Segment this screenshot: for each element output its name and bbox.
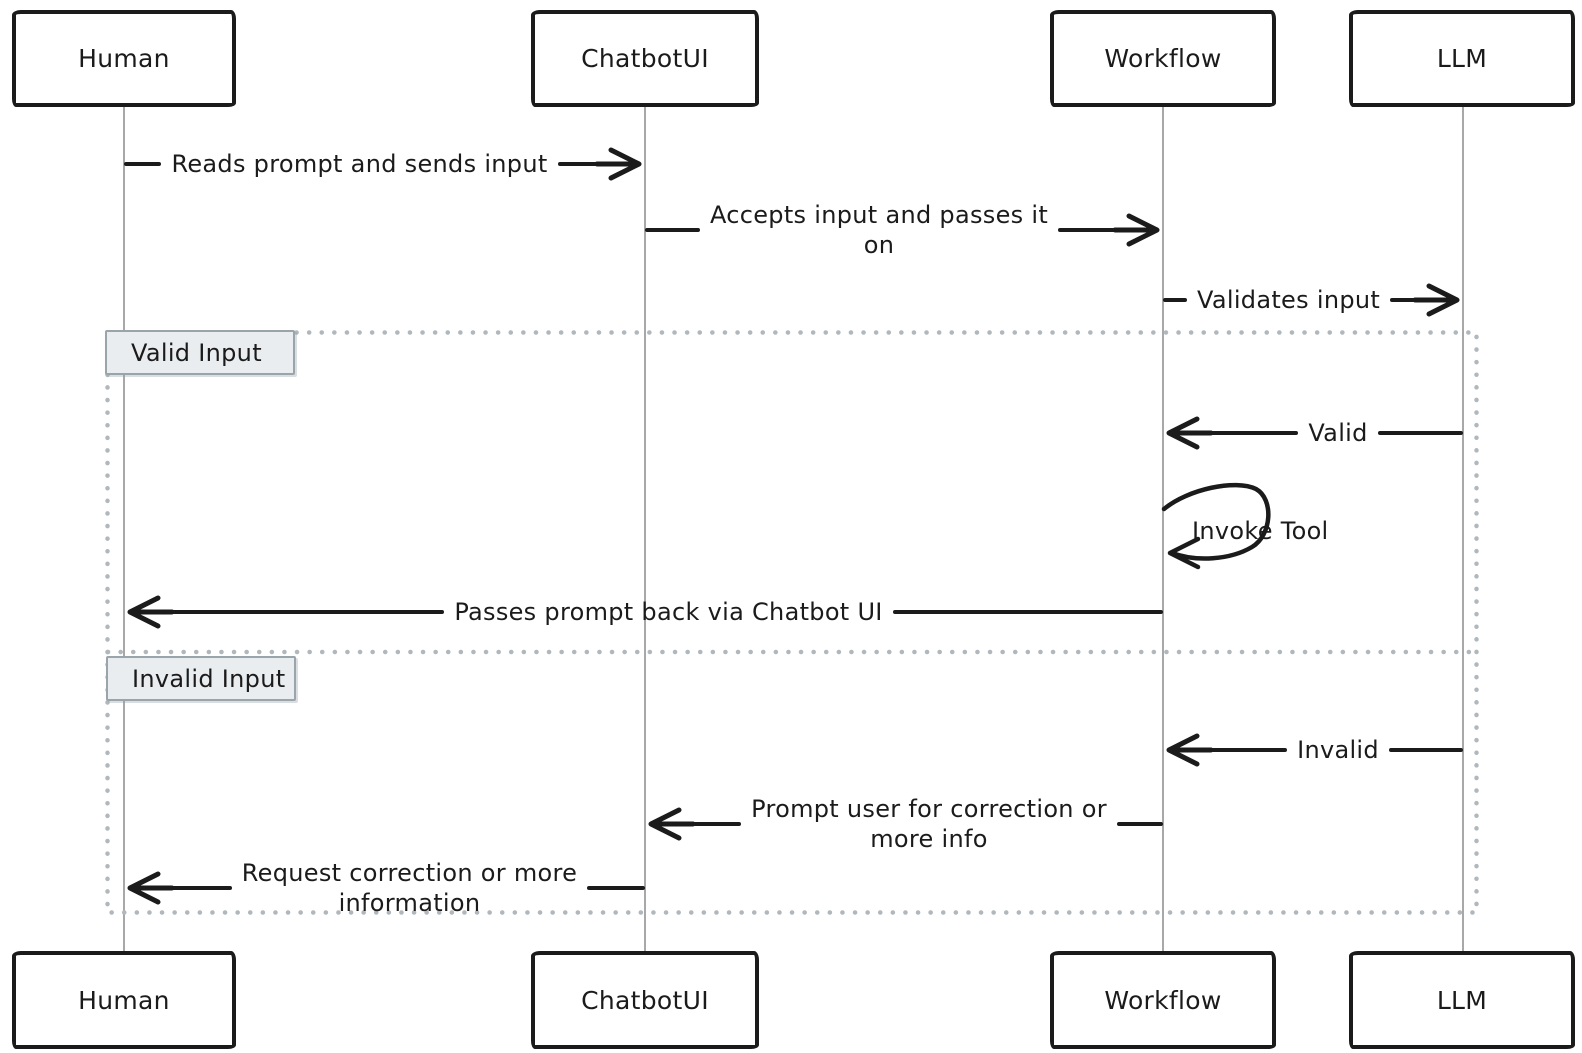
arrow-shaft: [1163, 415, 1299, 451]
self-loop-invoke-tool: [1158, 477, 1278, 581]
actor-label: LLM: [1436, 985, 1488, 1015]
message-prompt-user-correction: Prompt user for correction or more info: [645, 794, 1163, 854]
actor-label: Workflow: [1104, 44, 1222, 73]
alt-label-invalid-input: Invalid Input: [106, 656, 296, 701]
actor-box-chatbotui-bottom: ChatbotUI: [531, 951, 759, 1049]
message-valid: Valid: [1163, 415, 1463, 451]
lifeline-llm: [1462, 107, 1464, 952]
alt-label-text: Invalid Input: [132, 664, 286, 693]
actor-label: ChatbotUI: [581, 985, 709, 1015]
arrow-shaft: [1377, 431, 1463, 435]
message-accepts-input: Accepts input and passes it on: [645, 200, 1163, 260]
alt-frame: [105, 330, 1479, 915]
actor-box-workflow-bottom: Workflow: [1050, 951, 1276, 1049]
message-label: Invalid: [1297, 736, 1379, 764]
arrow-shaft: [1163, 732, 1288, 768]
message-passes-prompt-back: Passes prompt back via Chatbot UI: [124, 594, 1164, 630]
alt-label-text: Valid Input: [131, 338, 262, 367]
message-request-correction: Request correction or more information: [124, 858, 645, 918]
arrow-shaft: [1058, 212, 1163, 248]
message-label: Valid: [1308, 419, 1368, 447]
arrow-shaft: [1116, 822, 1163, 826]
message-label: Validates input: [1197, 286, 1381, 314]
lifeline-workflow: [1162, 107, 1164, 952]
arrow-shaft: [645, 806, 742, 842]
message-label: Request correction or more information: [241, 859, 578, 917]
arrow-shaft: [557, 146, 645, 182]
message-label: Reads prompt and sends input: [171, 150, 548, 178]
arrow-shaft: [1390, 282, 1463, 318]
arrow-shaft: [892, 610, 1164, 614]
message-label: Prompt user for correction or more info: [751, 795, 1107, 853]
message-label: Invoke Tool: [1192, 517, 1329, 545]
arrowhead-left-icon: [1167, 536, 1201, 570]
arrow-shaft: [124, 870, 232, 906]
actor-box-human-bottom: Human: [12, 951, 236, 1049]
message-reads-prompt: Reads prompt and sends input: [124, 146, 645, 182]
arrowhead-right-icon: [1413, 283, 1460, 317]
actor-label: ChatbotUI: [581, 44, 709, 73]
message-label: Accepts input and passes it on: [709, 201, 1049, 259]
arrow-shaft: [124, 162, 162, 166]
actor-label: LLM: [1436, 44, 1488, 73]
actor-box-llm-bottom: LLM: [1349, 951, 1575, 1049]
actor-label: Human: [78, 985, 170, 1015]
message-label: Passes prompt back via Chatbot UI: [454, 598, 883, 626]
arrowhead-right-icon: [595, 147, 642, 181]
actor-label: Workflow: [1104, 985, 1222, 1015]
actor-box-llm-top: LLM: [1349, 10, 1575, 107]
alt-label-valid-input: Valid Input: [105, 330, 295, 375]
lifeline-human: [123, 107, 125, 952]
message-invalid: Invalid: [1163, 732, 1463, 768]
actor-box-workflow-top: Workflow: [1050, 10, 1276, 107]
arrowhead-right-icon: [1113, 213, 1160, 247]
arrow-shaft: [1388, 748, 1463, 752]
actor-box-human-top: Human: [12, 10, 236, 107]
message-validates-input: Validates input: [1163, 282, 1463, 318]
arrow-shaft: [124, 594, 445, 630]
alt-frame-border: [105, 330, 1479, 915]
actor-label: Human: [78, 44, 170, 73]
self-loop-arrow-icon: [1161, 482, 1271, 570]
arrow-shaft: [1163, 298, 1187, 302]
actor-box-chatbotui-top: ChatbotUI: [531, 10, 759, 107]
arrow-shaft: [645, 228, 700, 232]
lifeline-chatbotui: [644, 107, 646, 952]
arrow-shaft: [587, 886, 645, 890]
